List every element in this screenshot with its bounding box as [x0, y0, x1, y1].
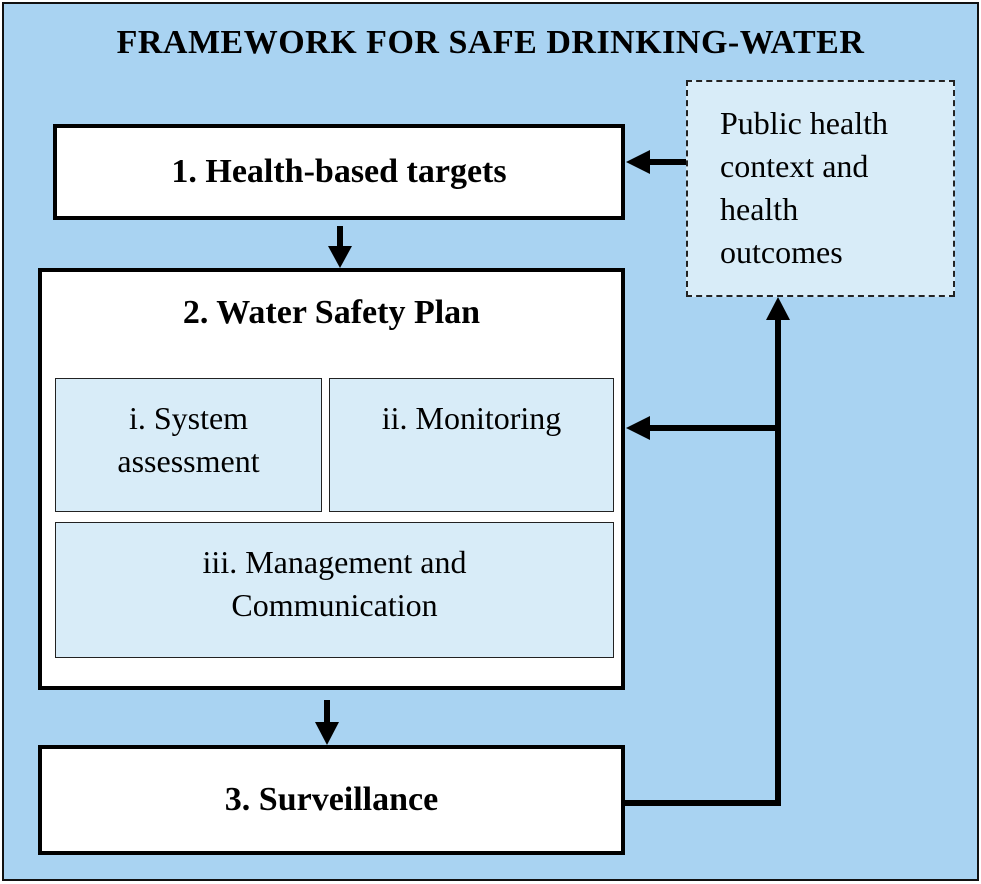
arrow-to-context-head [766, 297, 790, 320]
system-assessment-line-2: assessment [117, 443, 260, 479]
arrow-to-monitoring-head [626, 416, 650, 440]
system-assessment-box: i. System assessment [55, 378, 322, 512]
health-based-targets-label: 1. Health-based targets [171, 153, 507, 190]
feedback-line [625, 318, 781, 806]
water-safety-plan-label: 2. Water Safety Plan [182, 294, 481, 331]
arrow-context-to-targets-head [626, 150, 650, 174]
context-line-4: outcomes [720, 234, 843, 270]
arrow-plan-to-surveillance-head [315, 722, 339, 745]
diagram-title: FRAMEWORK FOR SAFE DRINKING-WATER [116, 24, 865, 61]
system-assessment-line-1: i. System [128, 400, 249, 436]
monitoring-label: ii. Monitoring [381, 400, 562, 436]
arrow-targets-to-plan-head [328, 246, 352, 268]
health-based-targets-box: 1. Health-based targets [53, 124, 625, 220]
public-health-context-box: Public health context and health outcome… [686, 80, 955, 297]
surveillance-label: 3. Surveillance [224, 781, 439, 818]
context-line-1: Public health [720, 105, 888, 141]
context-line-2: context and [720, 148, 869, 184]
management-communication-box: iii. Management and Communication [55, 522, 614, 658]
context-line-3: health [720, 191, 799, 227]
monitoring-box: ii. Monitoring [329, 378, 614, 512]
management-line-1: iii. Management and [202, 544, 467, 580]
management-line-2: Communication [231, 587, 438, 623]
surveillance-box: 3. Surveillance [38, 745, 625, 855]
water-safety-plan-box: 2. Water Safety Plan i. System assessmen… [38, 268, 625, 690]
